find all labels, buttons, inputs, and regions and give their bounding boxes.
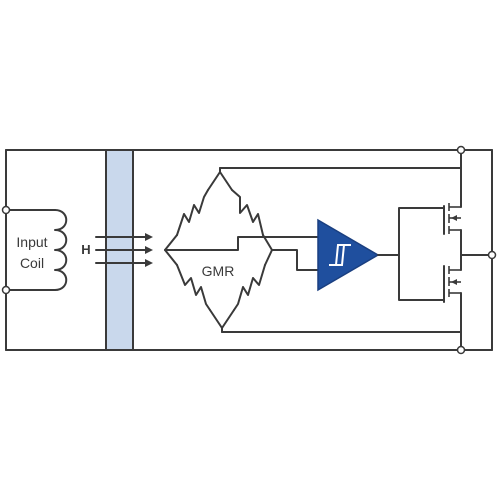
output-rail bbox=[460, 149, 493, 351]
input-coil-label-line2: Coil bbox=[20, 255, 44, 271]
gmr-bridge bbox=[164, 171, 273, 329]
input-terminal-top bbox=[1, 205, 11, 215]
output-terminal-top bbox=[456, 145, 466, 155]
outer-frame bbox=[5, 149, 493, 351]
gmr-label: GMR bbox=[202, 263, 235, 279]
input-coil: Input Coil bbox=[5, 209, 68, 291]
gate-drive-wiring bbox=[398, 207, 445, 301]
input-coil-label-line1: Input bbox=[16, 234, 47, 250]
field-label: H bbox=[81, 242, 90, 257]
comparator bbox=[317, 218, 380, 292]
output-terminal-bottom bbox=[456, 345, 466, 355]
output-terminal-right bbox=[487, 250, 497, 260]
input-terminal-bottom bbox=[1, 285, 11, 295]
bridge-output-wiring bbox=[164, 236, 322, 271]
schmitt-trigger-icon bbox=[329, 244, 347, 266]
mosfet-icon bbox=[443, 203, 461, 303]
magnetic-field-arrows bbox=[95, 233, 153, 267]
